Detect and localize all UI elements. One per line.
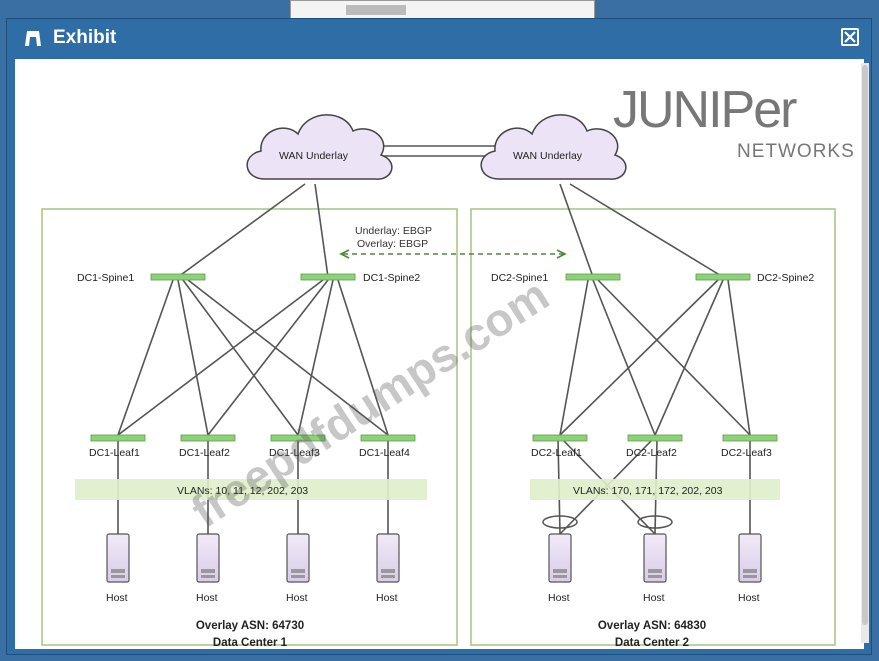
- device-label: DC1-Leaf2: [179, 447, 230, 459]
- dc2-spine1: DC2-Spine1: [491, 272, 621, 284]
- device-label: DC2-Leaf2: [626, 447, 677, 459]
- dc2-host-2: Host: [643, 533, 667, 604]
- arrow-right-icon: [556, 249, 567, 259]
- dc1-leaf1: DC1-Leaf1: [89, 434, 146, 459]
- dc2-leaf3: DC2-Leaf3: [721, 434, 778, 459]
- juniper-logo: JUNIPer NETWORKS: [613, 81, 855, 162]
- host-label: Host: [643, 592, 665, 604]
- dc1-leaf4: DC1-Leaf4: [359, 434, 416, 459]
- lag-indicator: [637, 515, 673, 529]
- arrow-left-icon: [339, 249, 350, 259]
- dc1-asn: Overlay ASN: 64730: [196, 620, 304, 632]
- dc1-host-4: Host: [376, 533, 400, 604]
- logo-wordmark: JUNIPer: [613, 81, 797, 139]
- exhibit-window: Exhibit JUNIPer NETWORKS: [6, 18, 872, 655]
- dc1-leaf2: DC1-Leaf2: [179, 434, 236, 459]
- dc1-host-2: Host: [196, 533, 220, 604]
- dc2-leaf2: DC2-Leaf2: [626, 434, 683, 459]
- close-button[interactable]: [841, 28, 859, 46]
- title-bar: Exhibit: [7, 19, 871, 57]
- dc1-spine1: DC1-Spine1: [77, 272, 206, 284]
- host-label: Host: [738, 592, 760, 604]
- vertical-scrollbar[interactable]: [861, 63, 869, 643]
- dc1-name: Data Center 1: [213, 637, 288, 649]
- dc2-boundary: [470, 208, 836, 646]
- dc2-vlan-band: [530, 479, 780, 500]
- dc2-vlan-label: VLANs: 170, 171, 172, 202, 203: [573, 485, 723, 497]
- background-window-strip: [290, 0, 595, 20]
- device-label: DC2-Spine1: [491, 272, 548, 284]
- device-label: DC1-Leaf3: [269, 447, 320, 459]
- overlay-label: Overlay: EBGP: [357, 238, 428, 250]
- dc2-host-3: Host: [738, 533, 762, 604]
- device-label: DC2-Leaf1: [531, 447, 582, 459]
- host-label: Host: [106, 592, 128, 604]
- close-icon: [844, 31, 856, 43]
- dc1-host-3: Host: [286, 533, 310, 604]
- links: [117, 183, 751, 535]
- wan-underlay-cloud-right: WAN Underlay: [480, 114, 627, 180]
- host-label: Host: [196, 592, 218, 604]
- network-diagram: JUNIPer NETWORKS: [41, 81, 855, 649]
- scrollbar-thumb[interactable]: [862, 65, 868, 625]
- dc2-host-1: Host: [548, 533, 572, 604]
- dc2-name: Data Center 2: [615, 637, 689, 649]
- device-label: DC1-Spine2: [363, 272, 420, 284]
- dc1-host-1: Host: [106, 533, 130, 604]
- dc2-leaf1: DC2-Leaf1: [531, 434, 588, 459]
- dc1-vlan-band: [75, 479, 427, 500]
- dc1-leaf3: DC1-Leaf3: [269, 434, 326, 459]
- logo-subtitle: NETWORKS: [737, 141, 855, 162]
- background-thumbnail: [346, 5, 406, 15]
- exhibit-content: JUNIPer NETWORKS: [15, 59, 864, 649]
- dc2-spine2: DC2-Spine2: [695, 272, 814, 284]
- lag-indicator: [542, 515, 578, 529]
- cloud-label: WAN Underlay: [279, 150, 349, 162]
- exhibit-icon: [25, 31, 41, 46]
- host-label: Host: [286, 592, 308, 604]
- underlay-label: Underlay: EBGP: [355, 225, 432, 237]
- device-label: DC2-Leaf3: [721, 447, 772, 459]
- host-label: Host: [376, 592, 398, 604]
- window-title: Exhibit: [53, 27, 117, 48]
- device-label: DC1-Leaf4: [359, 447, 410, 459]
- device-label: DC1-Spine1: [77, 272, 134, 284]
- wan-underlay-cloud-left: WAN Underlay: [246, 114, 393, 180]
- device-label: DC1-Leaf1: [89, 447, 140, 459]
- dc1-boundary: [41, 208, 458, 646]
- dc2-asn: Overlay ASN: 64830: [598, 620, 706, 632]
- cloud-label: WAN Underlay: [513, 150, 583, 162]
- dc1-vlan-label: VLANs: 10, 11, 12, 202, 203: [177, 485, 308, 497]
- dc1-spine2: DC1-Spine2: [300, 272, 420, 284]
- host-label: Host: [548, 592, 570, 604]
- device-label: DC2-Spine2: [757, 272, 814, 284]
